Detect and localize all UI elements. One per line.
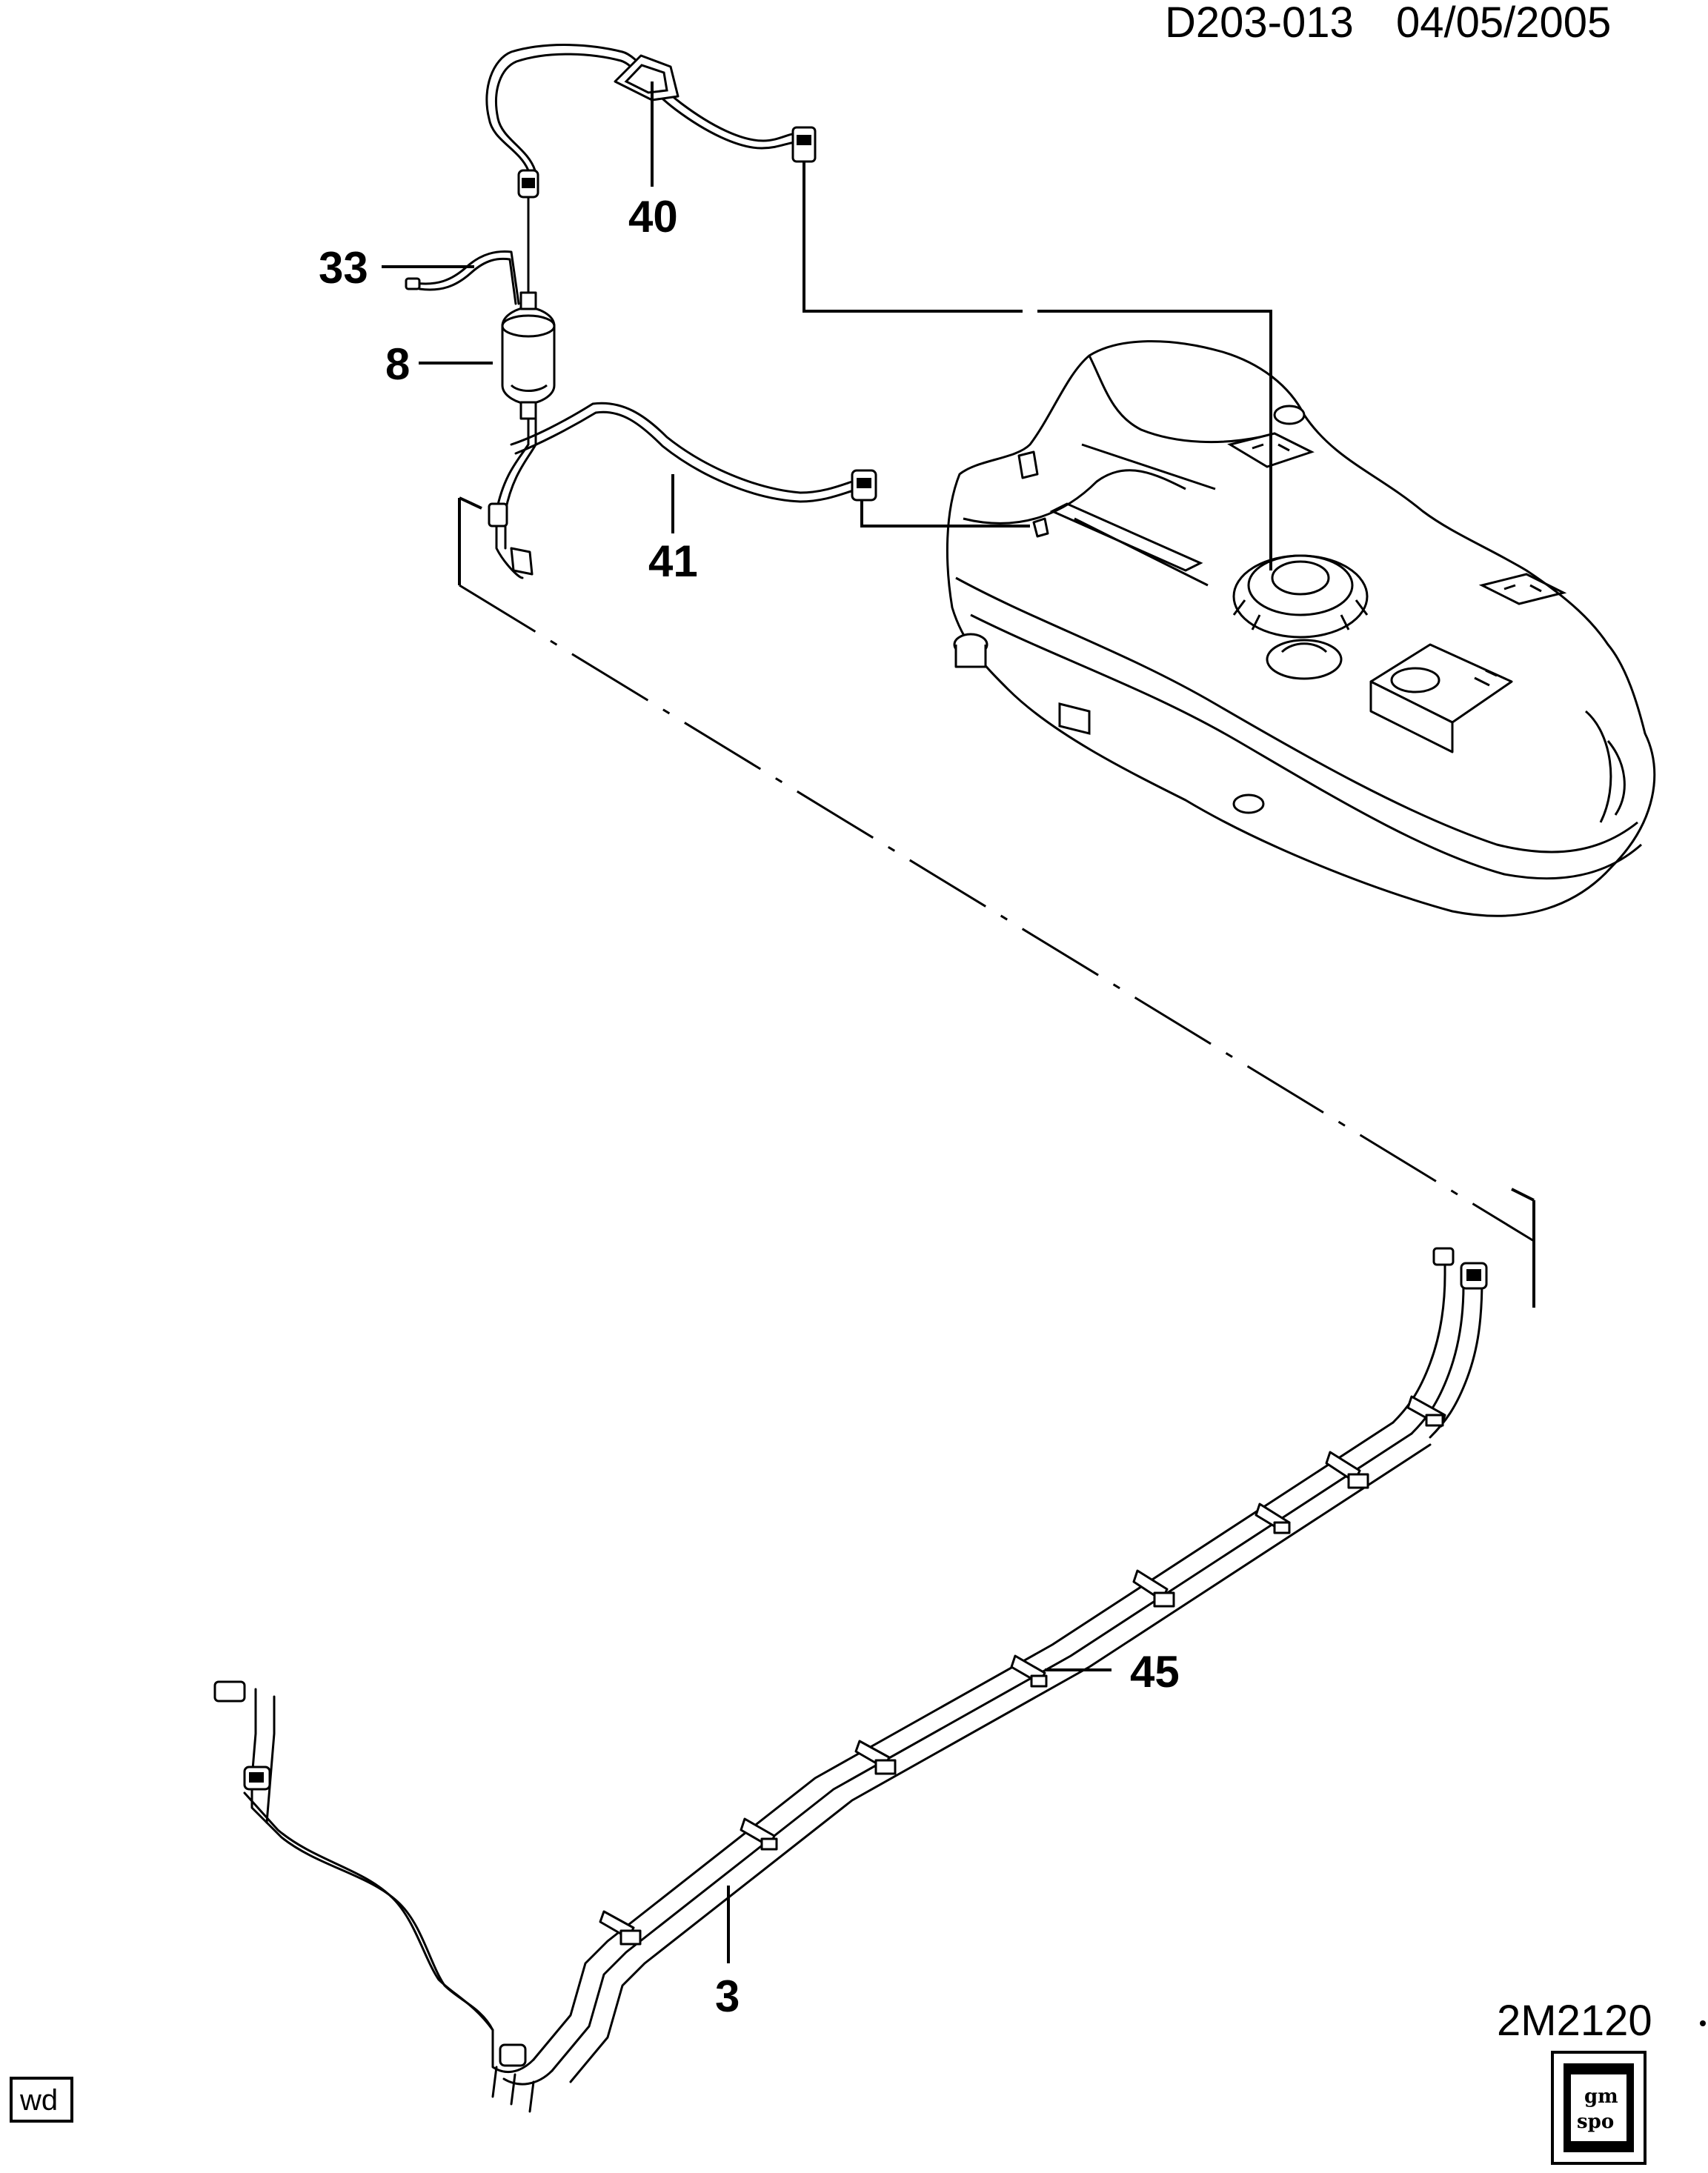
hose-33 xyxy=(405,250,520,305)
line-clip xyxy=(599,1910,642,1946)
wd-tag: wd xyxy=(10,2077,73,2123)
callout-40: 40 xyxy=(628,192,678,242)
wd-tag-text: wd xyxy=(19,2084,58,2117)
diagram-date: 04/05/2005 xyxy=(1396,0,1611,47)
diagram-code: D203-013 xyxy=(1165,0,1354,47)
logo-top-text: gm xyxy=(1584,2086,1618,2108)
bullet-dot xyxy=(1700,2020,1706,2026)
line-clip xyxy=(1406,1395,1446,1428)
callout-41: 41 xyxy=(648,536,698,586)
guide-line-41 xyxy=(860,500,1030,528)
underbody-fuel-lines xyxy=(213,1247,1488,2113)
callout-8: 8 xyxy=(385,339,410,389)
filter-top-connector xyxy=(517,169,539,199)
callout-45: 45 xyxy=(1130,1647,1180,1697)
feed-line-41 xyxy=(488,402,877,579)
line-clip xyxy=(1132,1569,1175,1608)
gm-spo-logo-icon: gm spo xyxy=(1551,2051,1646,2165)
logo-bottom-text: spo xyxy=(1577,2111,1614,2133)
line-clip xyxy=(1325,1451,1369,1489)
callout-3: 3 xyxy=(715,1971,740,2021)
callout-33: 33 xyxy=(319,243,368,293)
return-line-40 xyxy=(485,44,817,172)
illustration-code: 2M2120 xyxy=(1497,1997,1652,2045)
phantom-outline xyxy=(458,496,1535,1308)
line-clip xyxy=(1010,1654,1048,1688)
fuel-filter xyxy=(501,291,556,420)
line-clip xyxy=(1255,1503,1291,1534)
line-clip xyxy=(740,1817,778,1851)
line-clip xyxy=(854,1740,897,1775)
fuel-tank xyxy=(946,340,1656,917)
